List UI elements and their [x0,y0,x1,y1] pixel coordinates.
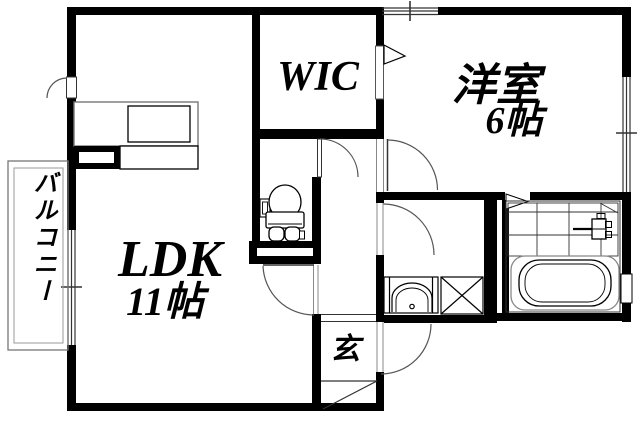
balcony-label: バルコニー [29,170,55,306]
washbasin-icon [383,276,439,314]
windows [61,1,637,345]
entrance-door-icon [376,322,432,375]
bathroom [505,200,633,313]
wic-door-icon [375,44,407,100]
ldk-door-icon [262,264,319,316]
bathtub-icon [510,255,620,311]
balcony-window-icon [61,230,82,345]
right-window-icon [616,77,637,192]
shower-faucet-icon [573,213,612,240]
doors [46,44,530,410]
washroom-door-icon [376,203,435,256]
balcony-outline [7,160,69,351]
genkan-step-lines [321,380,378,410]
western-room-size-label: 6帖 [485,100,543,142]
toilet-icon [259,184,305,242]
top-window-icon [382,1,438,21]
entrance-label: 玄 [330,333,360,366]
wall-slot [257,248,313,256]
kitchen-counter-icon [73,101,199,170]
genkan-threshold [321,314,376,322]
toilet-door-icon [317,138,359,178]
bathroom-floor-outline [505,200,621,313]
bedroom-door-icon [376,139,439,192]
bathroom-vent-icon [620,273,633,304]
washing-machine-pan-icon [440,276,484,315]
ldk-size-label: 11帖 [126,279,204,324]
western-room-label: 洋室 [452,61,540,110]
wic-label: WIC [277,54,359,100]
ldk-label: LDK [118,231,222,288]
left-service-door-icon [46,76,77,99]
